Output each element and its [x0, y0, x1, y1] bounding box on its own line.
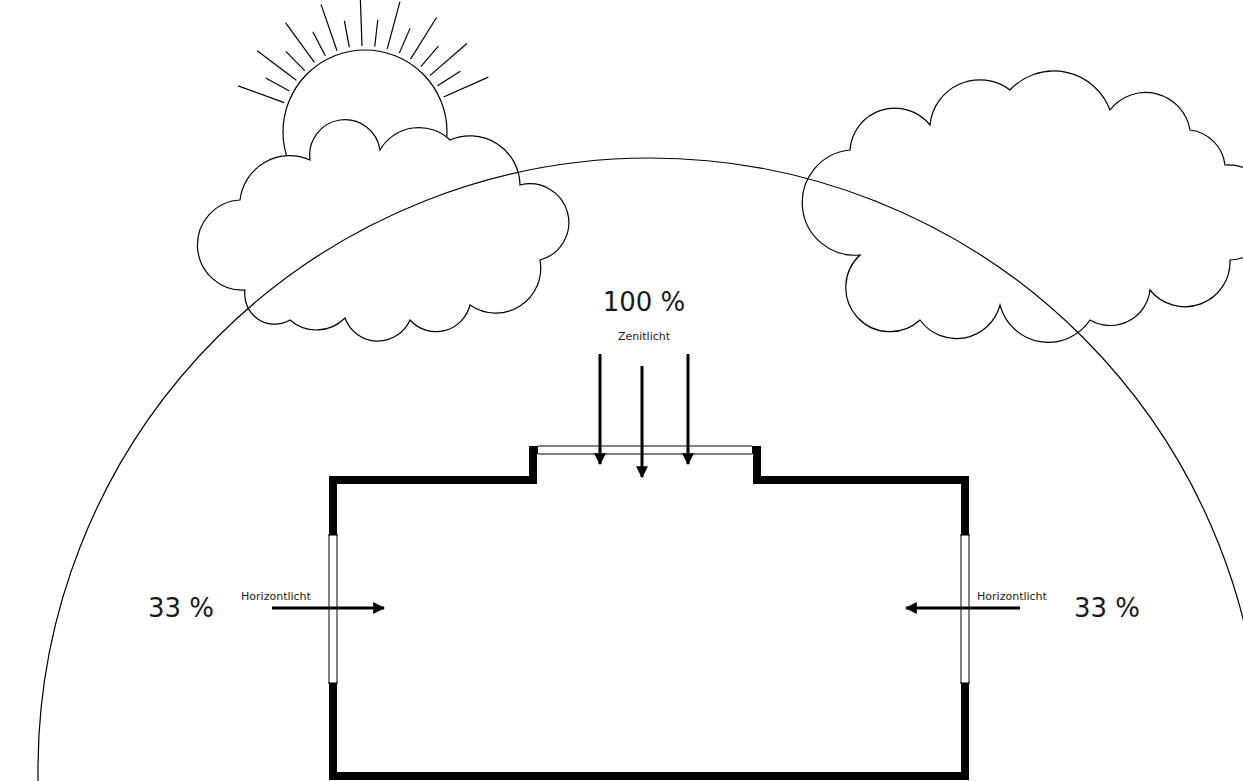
cloud: [802, 71, 1243, 342]
sun-ray: [344, 21, 349, 48]
sun-ray: [387, 2, 400, 49]
sun-ray: [238, 86, 284, 103]
sun-ray: [313, 32, 325, 56]
percentage-label: 33 %: [148, 595, 214, 621]
sun-ray: [286, 23, 315, 63]
sun-ray: [360, 0, 362, 46]
percentage-label: 100 %: [603, 289, 686, 315]
light-arrow: [272, 354, 1020, 608]
sun-ray: [421, 46, 439, 67]
skylight: [538, 445, 752, 455]
sky-dome: [38, 158, 1243, 781]
cloud: [197, 120, 568, 341]
light-type-label: Horizontlicht: [241, 591, 311, 602]
sun-ray: [438, 71, 461, 86]
sun-ray: [257, 51, 296, 80]
sun-ray: [321, 4, 337, 50]
sun-ray: [430, 43, 467, 75]
sun-ray: [266, 78, 290, 91]
sun-ray: [286, 51, 305, 70]
sun-ray: [399, 28, 410, 53]
building-section: [333, 450, 965, 776]
sun-ray: [444, 77, 489, 97]
light-type-label: Zenitlicht: [618, 331, 670, 342]
percentage-label: 33 %: [1074, 595, 1140, 621]
light-type-label: Horizontlicht: [977, 591, 1047, 602]
sun-ray: [375, 20, 378, 47]
